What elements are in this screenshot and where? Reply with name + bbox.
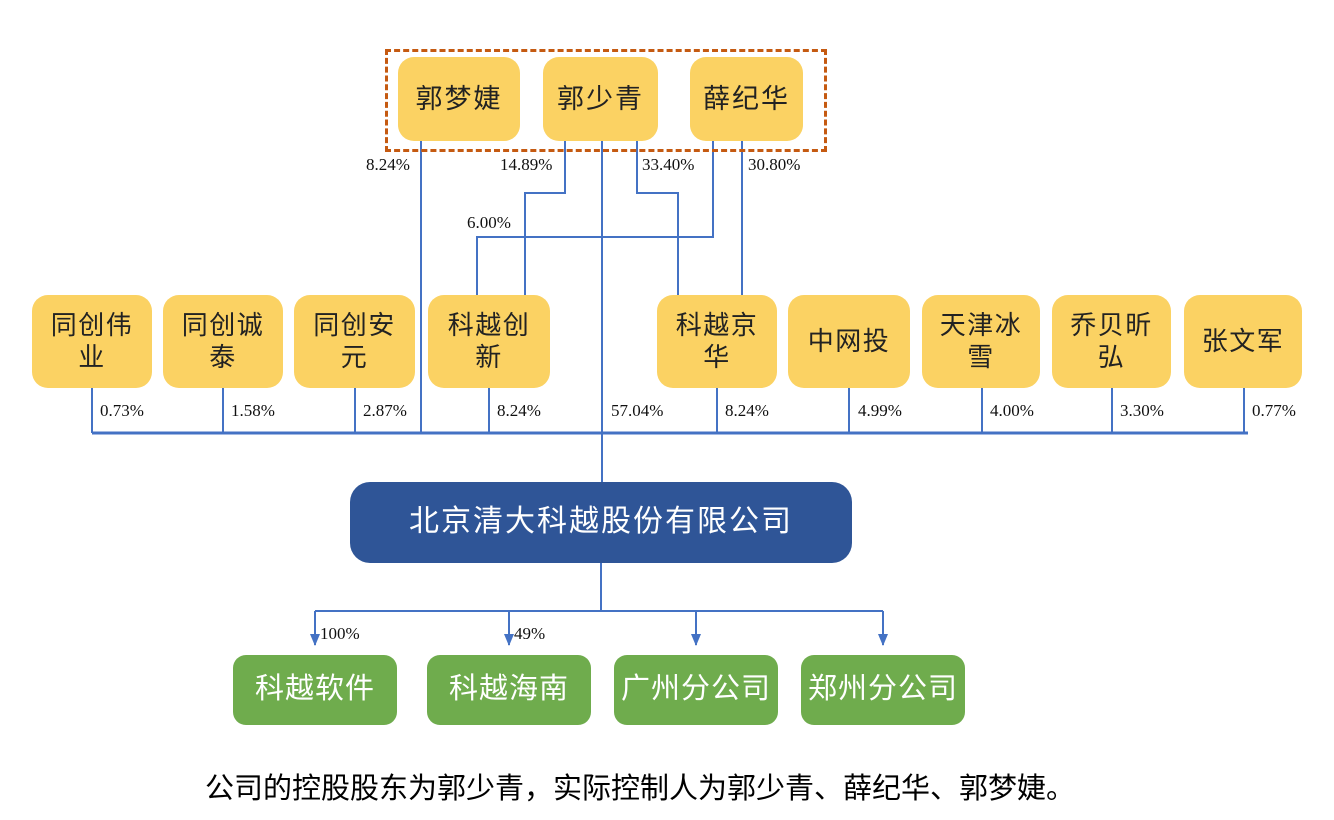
shareholder-percent-2: 2.87% bbox=[363, 401, 407, 420]
ownership-percent-label-5: 57.04% bbox=[611, 401, 664, 420]
ownership-percent-label-4: 6.00% bbox=[467, 213, 511, 232]
edge-xuejihua-to-keyuechuangxin bbox=[476, 141, 714, 295]
actual-controller-group-border bbox=[385, 49, 827, 152]
controller-node-0: 郭梦婕 bbox=[398, 57, 520, 141]
subsidiary-node-2: 广州分公司 bbox=[614, 655, 778, 725]
ownership-percent-label-0: 8.24% bbox=[366, 155, 410, 174]
shareholder-percent-3: 8.24% bbox=[497, 401, 541, 420]
shareholder-node-7: 乔贝昕弘 bbox=[1052, 295, 1171, 388]
shareholder-node-6: 天津冰雪 bbox=[922, 295, 1040, 388]
edge-guoshaoqing-to-keyuejinghua bbox=[636, 141, 679, 295]
shareholder-percent-8: 0.77% bbox=[1252, 401, 1296, 420]
subsidiary-percent-0: 100% bbox=[320, 624, 360, 643]
shareholder-node-1: 同创诚泰 bbox=[163, 295, 283, 388]
shareholder-percent-6: 4.00% bbox=[990, 401, 1034, 420]
ownership-percent-label-3: 30.80% bbox=[748, 155, 801, 174]
subsidiary-node-1: 科越海南 bbox=[427, 655, 591, 725]
controller-node-2: 薛纪华 bbox=[690, 57, 803, 141]
shareholder-percent-0: 0.73% bbox=[100, 401, 144, 420]
ownership-percent-label-2: 33.40% bbox=[642, 155, 695, 174]
shareholder-node-0: 同创伟业 bbox=[32, 295, 152, 388]
shareholder-node-8: 张文军 bbox=[1184, 295, 1302, 388]
shareholder-percent-4: 8.24% bbox=[725, 401, 769, 420]
subsidiary-percent-1: 49% bbox=[514, 624, 546, 643]
shareholder-node-2: 同创安元 bbox=[294, 295, 415, 388]
controller-node-1: 郭少青 bbox=[543, 57, 658, 141]
shareholder-node-3: 科越创新 bbox=[428, 295, 550, 388]
ownership-percent-label-1: 14.89% bbox=[500, 155, 553, 174]
company-node: 北京清大科越股份有限公司 bbox=[350, 482, 852, 563]
shareholder-percent-5: 4.99% bbox=[858, 401, 902, 420]
edge-guoshaoqing-to-keyuechuangxin bbox=[524, 141, 566, 295]
shareholder-node-4: 科越京华 bbox=[657, 295, 777, 388]
shareholder-percent-1: 1.58% bbox=[231, 401, 275, 420]
shareholder-node-5: 中网投 bbox=[788, 295, 910, 388]
subsidiary-node-3: 郑州分公司 bbox=[801, 655, 965, 725]
caption-text: 公司的控股股东为郭少青，实际控制人为郭少青、薛纪华、郭梦婕。 bbox=[205, 773, 1076, 805]
subsidiary-node-0: 科越软件 bbox=[233, 655, 397, 725]
shareholder-percent-7: 3.30% bbox=[1120, 401, 1164, 420]
